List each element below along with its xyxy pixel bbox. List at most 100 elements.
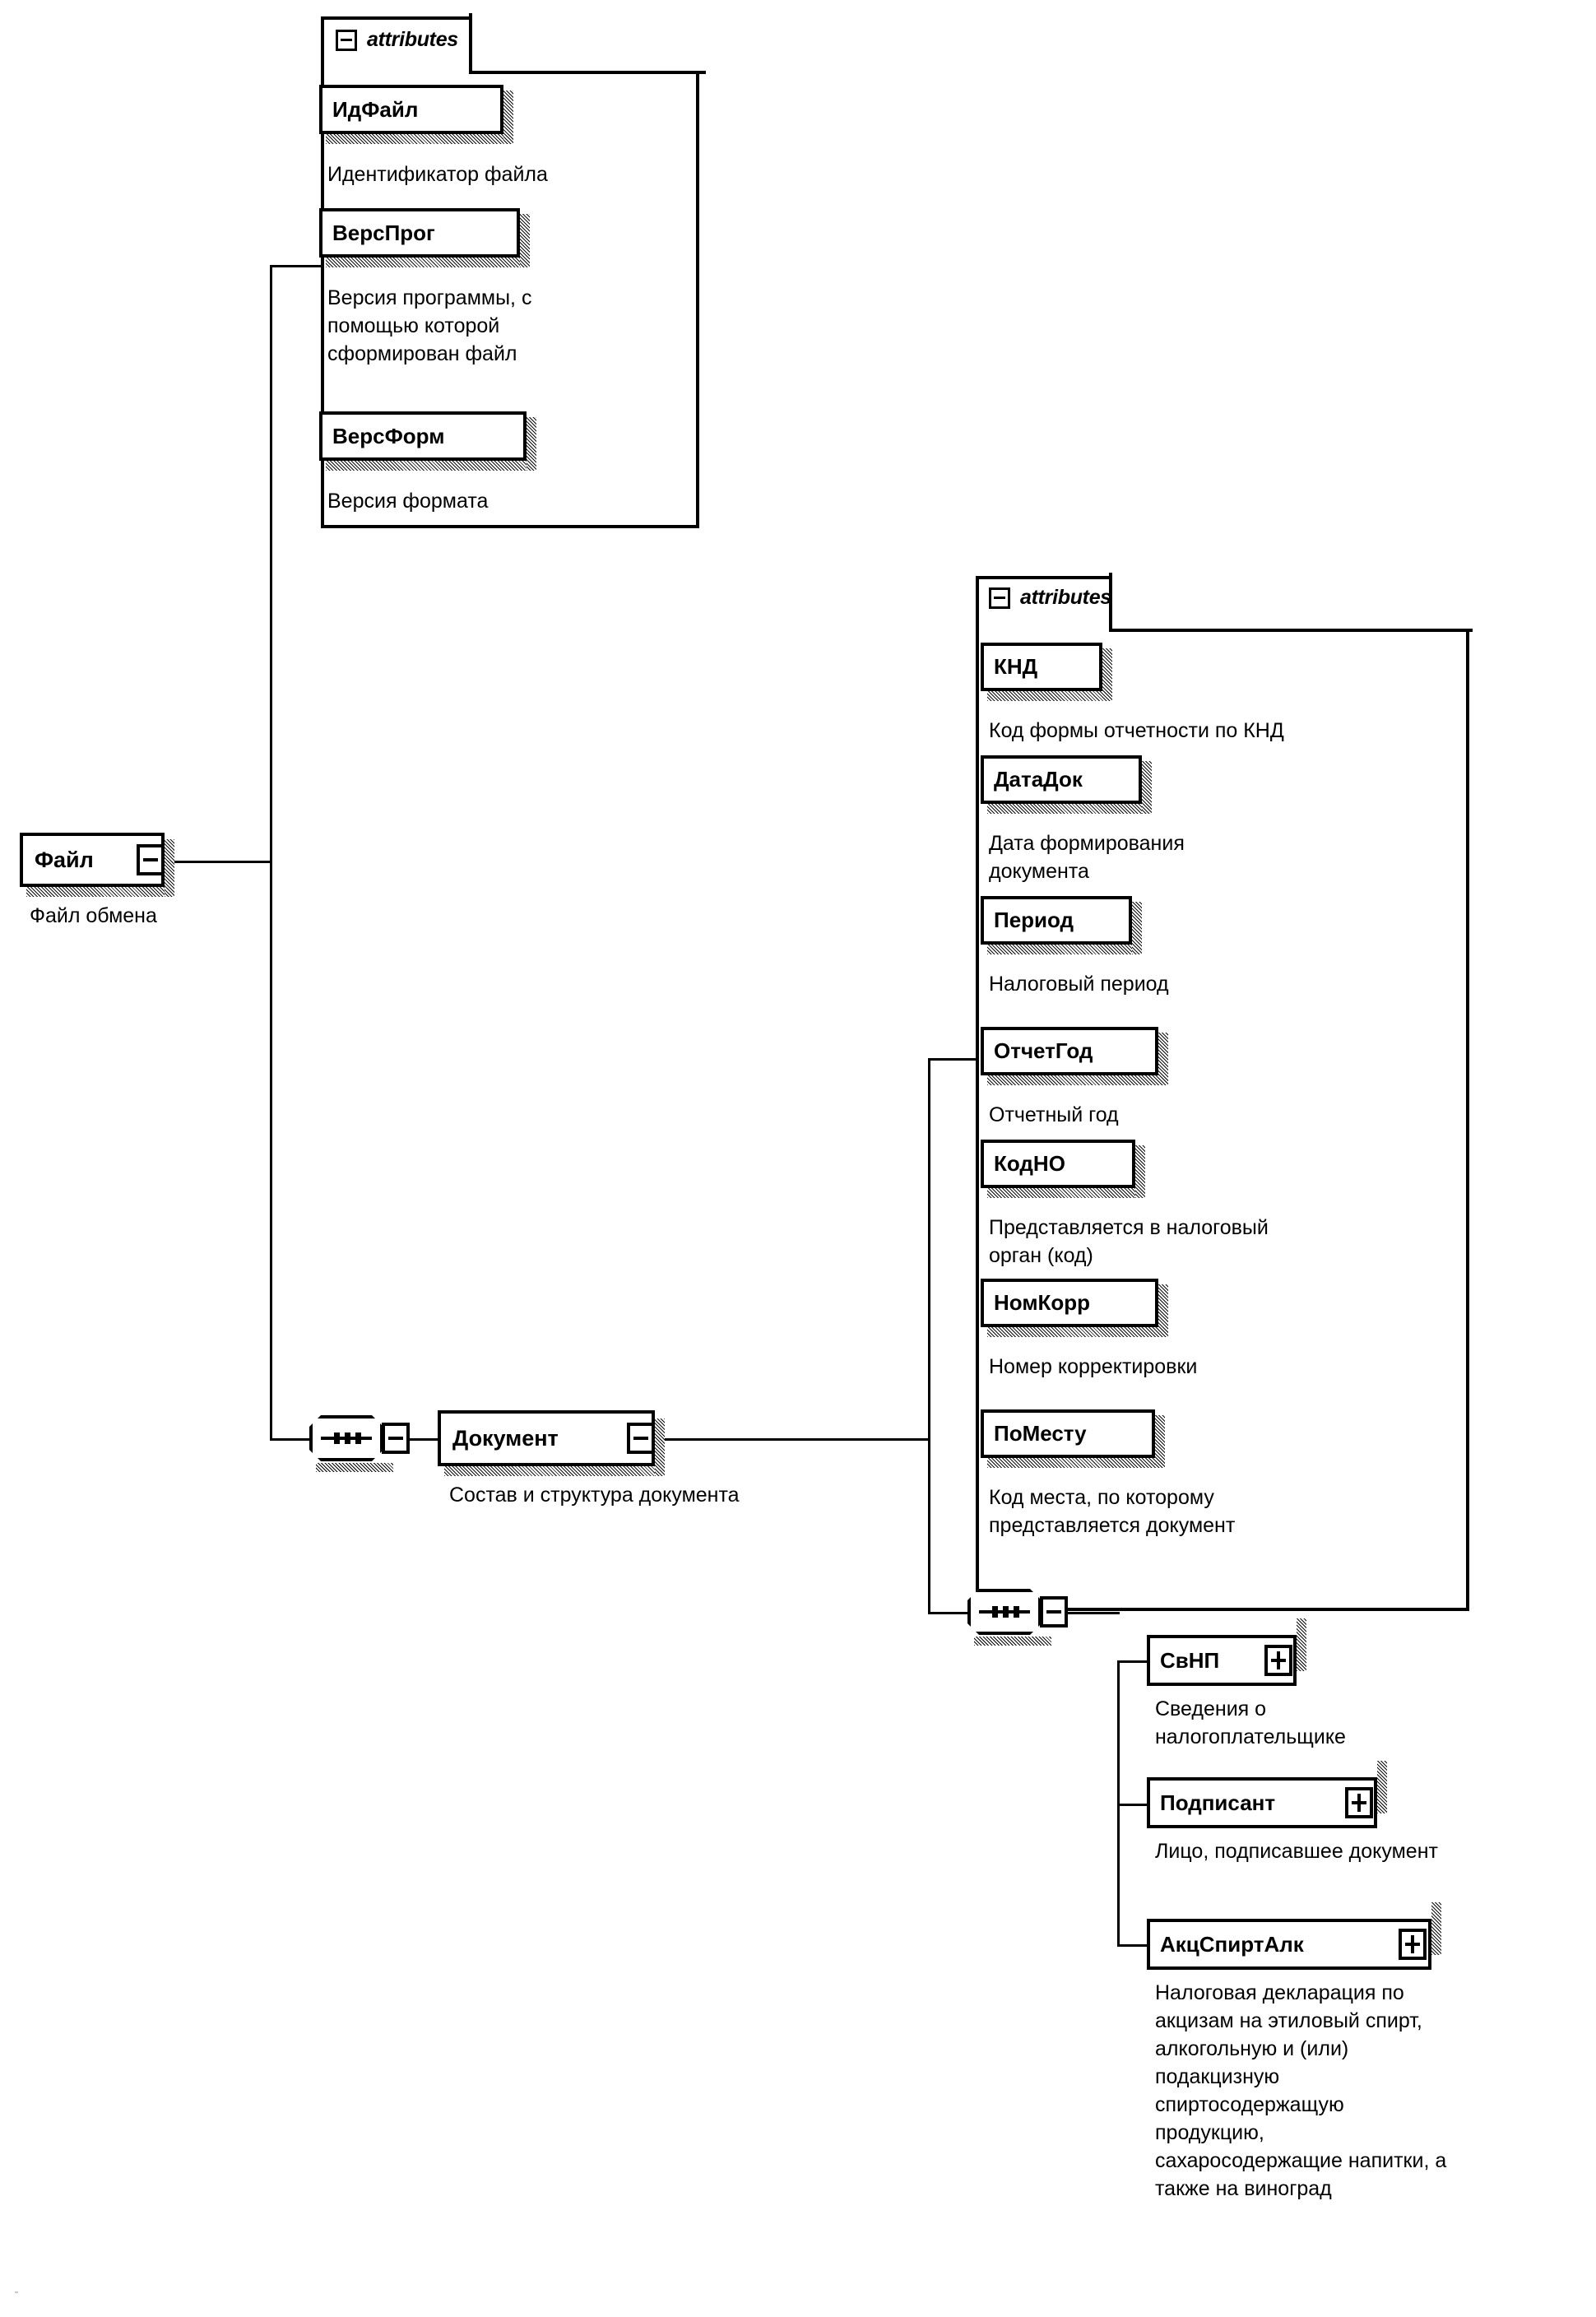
caption-akcspirtalk: Налоговая декларация по акцизам на этило…: [1155, 1981, 1447, 2200]
attr-node-pomestu-label: ПоМесту: [994, 1421, 1087, 1446]
node-akc-shadow-r: [1431, 1902, 1441, 1955]
node-akcspirtalk[interactable]: АкцСпиртАлк: [1147, 1919, 1431, 1970]
caption-versform: Версия формата: [327, 490, 489, 513]
attr-node-idfail[interactable]: ИдФайл: [319, 85, 503, 134]
attr-node-nomkorr[interactable]: НомКорр: [981, 1279, 1158, 1327]
file-attributes-notch-right: [469, 13, 472, 74]
node-document-shadow: [444, 1466, 665, 1476]
connector-childseq-right: [1067, 1612, 1120, 1614]
caption-versprog: Версия программы, с помощью которой сфор…: [327, 286, 532, 365]
file-attributes-notch-bottom: [469, 71, 706, 74]
node-document-shadow-r: [655, 1419, 665, 1476]
attr-node-kodno-label: КодНО: [994, 1151, 1065, 1176]
caption-podpisant: Лицо, подписавшее документ: [1155, 1840, 1438, 1863]
sequence-children[interactable]: [967, 1589, 1042, 1635]
caption-otchetgod: Отчетный год: [989, 1103, 1119, 1126]
caption-file: Файл обмена: [30, 904, 157, 927]
attr-datadok-shadow: [987, 804, 1152, 814]
connector-to-svnp: [1117, 1660, 1147, 1663]
connector-to-podpisant: [1117, 1804, 1147, 1806]
caption-period: Налоговый период: [989, 973, 1169, 996]
attr-node-datadok-label: ДатаДок: [994, 767, 1083, 792]
node-document[interactable]: Документ: [438, 1410, 655, 1466]
node-document-label: Документ: [452, 1425, 559, 1451]
attr-datadok-shadow-r: [1142, 761, 1152, 814]
connector-file-trunk: [270, 265, 272, 1440]
node-podpisant-shadow-r: [1377, 1761, 1387, 1813]
attr-node-versprog[interactable]: ВерсПрог: [319, 208, 520, 258]
minus-icon[interactable]: [989, 587, 1010, 609]
attr-node-period-label: Период: [994, 908, 1074, 932]
attr-node-versprog-label: ВерсПрог: [332, 220, 435, 245]
connector-document-children: [928, 1612, 967, 1614]
caption-document: Состав и структура документа: [449, 1484, 740, 1507]
document-attributes-notch-bottom: [1109, 629, 1473, 632]
caption-knd: Код формы отчетности по КНД: [989, 719, 1284, 742]
node-podpisant-toggle[interactable]: [1345, 1787, 1373, 1818]
attr-kodno-shadow: [987, 1188, 1145, 1198]
attr-node-otchetgod[interactable]: ОтчетГод: [981, 1027, 1158, 1075]
attr-idfail-shadow: [326, 134, 513, 144]
caption-pomestu: Код места, по которому представляется до…: [989, 1486, 1236, 1537]
caption-datadok: Дата формирования документа: [989, 832, 1185, 883]
sequence-file[interactable]: [309, 1415, 383, 1461]
attr-pomestu-shadow-r: [1155, 1415, 1165, 1468]
connector-document-trunk: [928, 1058, 930, 1614]
node-akcspirtalk-toggle[interactable]: [1399, 1929, 1427, 1960]
file-attributes-header-label: attributes: [367, 28, 458, 51]
attr-period-shadow: [987, 945, 1142, 954]
caption-nomkorr: Номер корректировки: [989, 1355, 1198, 1378]
attr-node-versform[interactable]: ВерсФорм: [319, 411, 527, 461]
connector-document-attributes: [928, 1058, 977, 1061]
attr-otchetgod-shadow-r: [1158, 1033, 1168, 1085]
sequence-children-shadow: [974, 1637, 1051, 1646]
caption-idfail: Идентификатор файла: [327, 163, 548, 186]
file-node-shadow-r: [165, 839, 174, 897]
attr-nomkorr-shadow: [987, 1327, 1168, 1337]
connector-children-spine: [1117, 1660, 1120, 1945]
node-podpisant-label: Подписант: [1160, 1790, 1276, 1815]
node-file-label: Файл: [35, 847, 94, 872]
attr-versprog-shadow: [326, 258, 530, 267]
connector-seq-to-document: [410, 1438, 439, 1441]
attr-versprog-shadow-r: [520, 214, 530, 267]
attr-node-otchetgod-label: ОтчетГод: [994, 1038, 1093, 1063]
attr-kodno-shadow-r: [1135, 1145, 1145, 1198]
attr-nomkorr-shadow-r: [1158, 1284, 1168, 1337]
document-attributes-header: attributes: [989, 586, 1111, 610]
sequence-file-toggle[interactable]: [382, 1423, 410, 1454]
attr-knd-shadow: [987, 691, 1112, 701]
sequence-children-toggle[interactable]: [1040, 1596, 1068, 1627]
attr-knd-shadow-r: [1102, 648, 1112, 701]
file-attributes-notch: [472, 13, 706, 74]
caption-kodno: Представляется в налоговый орган (код): [989, 1216, 1269, 1267]
connector-file-to-document: [270, 1438, 309, 1441]
attr-node-knd[interactable]: КНД: [981, 643, 1102, 691]
file-node-shadow: [26, 887, 174, 897]
document-attributes-header-label: attributes: [1020, 586, 1111, 609]
attr-node-idfail-label: ИдФайл: [332, 96, 419, 122]
connector-to-akc: [1117, 1944, 1147, 1947]
attr-versform-shadow: [326, 461, 536, 471]
attr-node-datadok[interactable]: ДатаДок: [981, 755, 1142, 804]
minus-icon[interactable]: [336, 29, 357, 51]
scan-artifact: ʼʼ: [15, 2291, 18, 2299]
attr-idfail-shadow-r: [503, 91, 513, 144]
node-file-toggle[interactable]: [137, 844, 165, 875]
document-attributes-notch: [1112, 573, 1473, 632]
attr-node-pomestu[interactable]: ПоМесту: [981, 1409, 1155, 1458]
node-svnp-label: СвНП: [1160, 1647, 1220, 1673]
attr-node-kodno[interactable]: КодНО: [981, 1140, 1135, 1188]
attr-pomestu-shadow: [987, 1458, 1165, 1468]
file-attributes-header: attributes: [336, 28, 458, 52]
node-akcspirtalk-label: АкцСпиртАлк: [1160, 1931, 1304, 1957]
node-document-toggle[interactable]: [627, 1423, 655, 1454]
attr-node-versform-label: ВерсФорм: [332, 423, 445, 448]
node-svnp-toggle[interactable]: [1264, 1645, 1292, 1676]
attr-node-period[interactable]: Период: [981, 896, 1132, 945]
sequence-file-shadow: [316, 1463, 393, 1472]
attr-node-nomkorr-label: НомКорр: [994, 1290, 1091, 1315]
node-podpisant[interactable]: Подписант: [1147, 1777, 1377, 1828]
connector-file-attributes: [270, 265, 322, 267]
